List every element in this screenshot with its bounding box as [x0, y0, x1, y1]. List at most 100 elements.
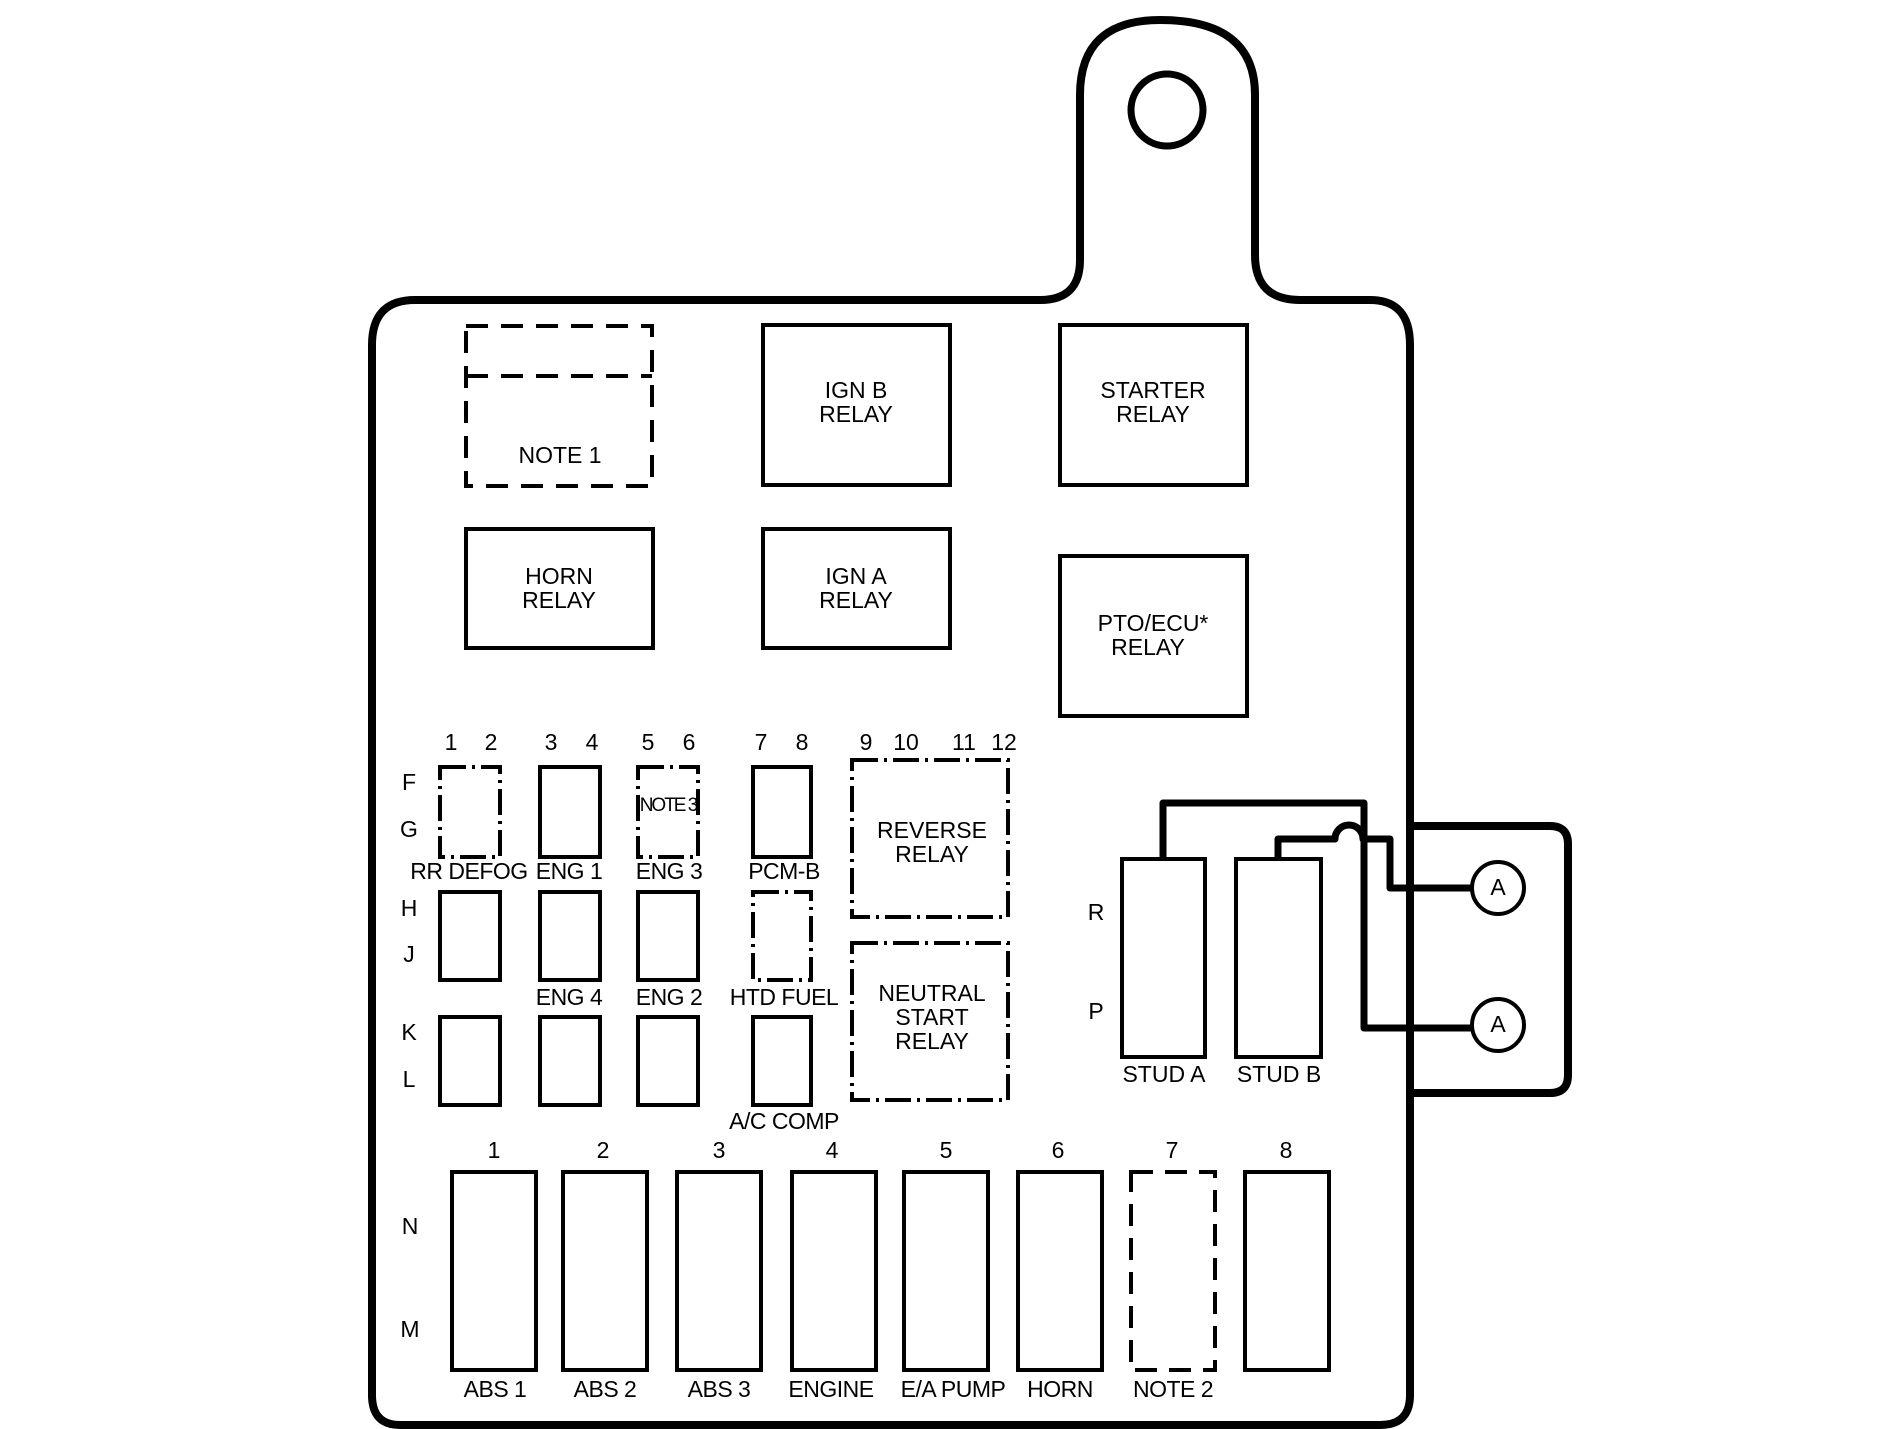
stud-row-letter: P — [1088, 998, 1103, 1024]
fuse-eng2 — [636, 890, 700, 982]
maxi-row-letter: N — [402, 1213, 419, 1239]
column-number: 6 — [683, 729, 696, 755]
ac-comp-label: A/C COMP — [729, 1108, 839, 1134]
maxi-fuse-8 — [1243, 1170, 1331, 1372]
connector-a-label: A — [1490, 1011, 1506, 1037]
note1-label: NOTE 1 — [518, 442, 601, 468]
fuse-rr-defog — [438, 765, 502, 859]
stud-b-label: STUD B — [1237, 1061, 1321, 1087]
reverse-relay: REVERSE RELAY — [850, 758, 1010, 919]
stud-row-letter: R — [1088, 899, 1105, 925]
stud-a — [1120, 857, 1207, 1059]
row-letter: F — [402, 769, 416, 795]
maxi-fuse-number: 4 — [826, 1137, 839, 1163]
column-number: 9 — [860, 729, 873, 755]
housing-outline — [368, 16, 1414, 1429]
maxi-fuse-number: 1 — [488, 1137, 501, 1163]
eng2-label: ENG 2 — [636, 984, 703, 1010]
stud-b-wire — [1274, 821, 1474, 892]
connector-a-upper: A — [1470, 860, 1526, 916]
fuse-k-l-1 — [438, 1015, 502, 1107]
stud-a-label: STUD A — [1122, 1061, 1206, 1087]
neutral-start-relay-label-1: NEUTRAL — [878, 980, 986, 1006]
column-number: 2 — [485, 729, 498, 755]
neutral-start-relay-label-2: START — [895, 1004, 968, 1030]
fuse-k-l-3 — [636, 1015, 700, 1107]
row-letter: K — [401, 1019, 417, 1045]
fuse-ac-comp — [751, 1015, 813, 1107]
maxi-fuse-number: 7 — [1166, 1137, 1179, 1163]
column-number: 5 — [642, 729, 655, 755]
fuse-eng1 — [538, 765, 602, 859]
maxi-fuse-labels: ABS 1 ABS 2 ABS 3 ENGINE E/A PUMP HORN N… — [464, 1376, 1214, 1402]
note1-relay-slot: NOTE 1 — [464, 324, 654, 488]
pcm-b-label: PCM-B — [748, 858, 820, 884]
column-number: 10 — [893, 729, 919, 755]
maxi-fuse-label: NOTE 2 — [1133, 1376, 1213, 1402]
eng1-label: ENG 1 — [536, 858, 603, 884]
maxi-row-letter: M — [400, 1316, 419, 1342]
maxi-fuse-note2 — [1129, 1170, 1217, 1372]
htd-fuel-label: HTD FUEL — [730, 984, 839, 1010]
maxi-fuse-engine — [790, 1170, 878, 1372]
maxi-fuse-abs3 — [675, 1170, 763, 1372]
fuse-note3 — [636, 765, 700, 859]
mounting-hole — [1127, 70, 1207, 150]
stud-b — [1234, 857, 1323, 1059]
maxi-fuse-label: ABS 1 — [464, 1376, 527, 1402]
column-number: 12 — [991, 729, 1017, 755]
fuse-pcm-b — [751, 765, 813, 859]
eng4-label: ENG 4 — [536, 984, 603, 1010]
row-letter: L — [403, 1066, 416, 1092]
ign-b-relay: IGN B RELAY — [761, 323, 952, 487]
neutral-start-relay: NEUTRAL START RELAY — [850, 941, 1010, 1102]
neutral-start-relay-label-3: RELAY — [895, 1028, 969, 1054]
fuse-eng4 — [538, 890, 602, 982]
maxi-fuse-label: ENGINE — [788, 1376, 873, 1402]
maxi-fuse-abs1 — [450, 1170, 538, 1372]
maxi-fuse-number: 8 — [1280, 1137, 1293, 1163]
starter-relay: STARTER RELAY — [1058, 323, 1249, 487]
row-letter: J — [403, 941, 415, 967]
ign-a-relay: IGN A RELAY — [761, 527, 952, 650]
pto-ecu-relay-label-1: PTO/ECU* — [1098, 610, 1209, 636]
horn-relay-label-1: HORN — [525, 563, 593, 589]
note3-label: NOTE 3 — [640, 795, 698, 816]
connector-a-lower: A — [1470, 997, 1526, 1053]
ign-b-relay-label-2: RELAY — [819, 401, 893, 427]
maxi-fuse-number: 6 — [1052, 1137, 1065, 1163]
horn-relay-label-2: RELAY — [522, 587, 596, 613]
column-number: 3 — [545, 729, 558, 755]
maxi-fuse-number: 5 — [940, 1137, 953, 1163]
horn-relay: HORN RELAY — [464, 527, 655, 650]
ign-a-relay-label-1: IGN A — [825, 563, 887, 589]
maxi-fuse-numbers: 1 2 3 4 5 6 7 8 — [488, 1137, 1293, 1163]
maxi-fuse-number: 2 — [597, 1137, 610, 1163]
column-number: 4 — [586, 729, 599, 755]
fuse-htd-fuel — [751, 890, 813, 982]
column-number: 1 — [445, 729, 458, 755]
pto-ecu-relay-label-2: RELAY — [1111, 634, 1185, 660]
pto-ecu-relay: PTO/ECU* RELAY — [1058, 554, 1249, 718]
starter-relay-label-2: RELAY — [1116, 401, 1190, 427]
side-bracket — [1410, 822, 1572, 1097]
maxi-fuse-ea-pump — [902, 1170, 990, 1372]
connector-a-label: A — [1490, 874, 1506, 900]
column-number: 8 — [796, 729, 809, 755]
maxi-fuse-label: HORN — [1027, 1376, 1093, 1402]
maxi-fuse-label: E/A PUMP — [901, 1376, 1006, 1402]
column-number: 11 — [952, 729, 976, 755]
reverse-relay-label-2: RELAY — [895, 841, 969, 867]
starter-relay-label-1: STARTER — [1100, 377, 1205, 403]
maxi-fuse-label: ABS 3 — [688, 1376, 751, 1402]
row-letter: G — [400, 816, 418, 842]
maxi-fuse-number: 3 — [713, 1137, 726, 1163]
stud-a-wire — [1159, 799, 1474, 1032]
maxi-fuse-label: ABS 2 — [574, 1376, 637, 1402]
maxi-fuse-abs2 — [561, 1170, 649, 1372]
row-letter: H — [401, 895, 418, 921]
ign-a-relay-label-2: RELAY — [819, 587, 893, 613]
fuse-k-l-2 — [538, 1015, 602, 1107]
maxi-fuse-horn — [1016, 1170, 1104, 1372]
